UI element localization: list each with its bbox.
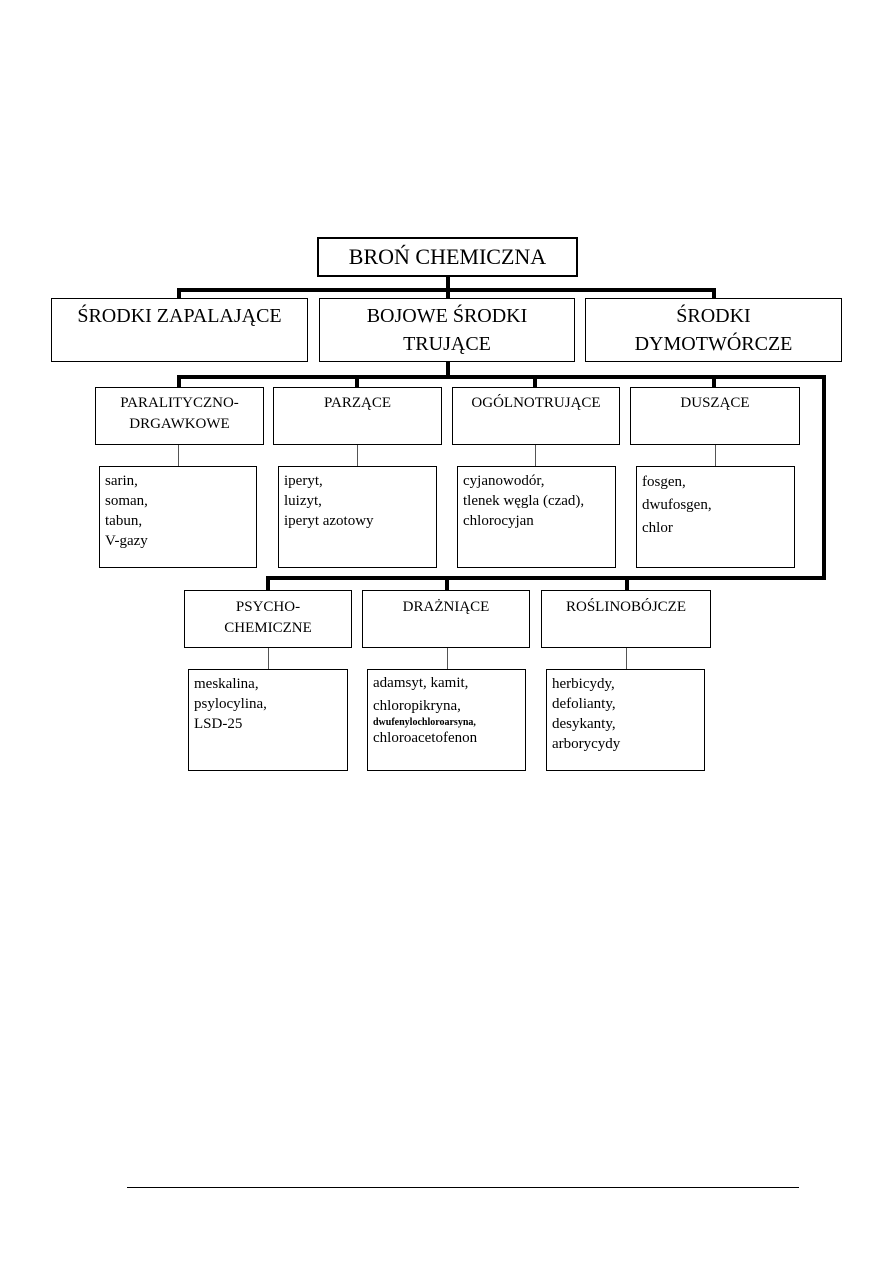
list-item: sarin, [105,473,138,489]
connector-row1-bar [177,375,825,379]
list-item: chlorocyjan [463,513,534,529]
list-item: dwufosgen, [642,497,712,513]
list-item: tlenek węgla (czad), [463,493,585,509]
connector-row1-items-b [357,445,358,466]
category-paralytic: PARALITYCZNO- DRGAWKOWE [95,387,264,445]
smoke-line1: ŚRODKI [676,305,751,327]
connector-row1-items-a [178,445,179,466]
connector-row2-bar [266,576,826,580]
connector-row2-items-b [447,648,448,669]
items-psychochemical: meskalina, psylocylina, LSD-25 [188,669,348,771]
items-choking: fosgen, dwufosgen, chlor [636,466,795,568]
items-irritant: adamsyt, kamit, chloropikryna, dwufenylo… [367,669,526,771]
list-item: iperyt azotowy [284,513,374,529]
list-item: desykanty, [552,716,616,732]
node-incendiary: ŚRODKI ZAPALAJĄCE [51,298,308,362]
list-item: adamsyt, kamit, [373,675,469,691]
list-item: fosgen, [642,474,686,490]
connector-smoke [712,288,716,298]
paralytic-title-line2: DRGAWKOWE [129,416,230,432]
category-irritant: DRAŻNIĄCE [362,590,530,648]
toxic-line1: BOJOWE ŚRODKI [366,305,528,327]
footer-rule [127,1187,799,1188]
category-blister: PARZĄCE [273,387,442,445]
list-item: herbicydy, [552,676,615,692]
category-herbicidal: ROŚLINOBÓJCZE [541,590,711,648]
items-paralytic: sarin, soman, tabun, V-gazy [99,466,257,568]
list-item: luizyt, [284,493,322,509]
root-node: BROŃ CHEMICZNA [317,237,578,277]
items-blister: iperyt, luizyt, iperyt azotowy [278,466,437,568]
connector-incendiary [177,288,181,298]
connector-row1-b [355,375,359,387]
list-item: chloropikryna, [373,698,461,714]
root-label: BROŃ CHEMICZNA [348,244,547,269]
list-item: tabun, [105,513,143,529]
paralytic-title-line1: PARALITYCZNO- [120,395,239,411]
herbicidal-title: ROŚLINOBÓJCZE [565,599,686,615]
list-item: iperyt, [284,473,323,489]
connector-row2-c [625,576,629,590]
category-psychochemical: PSYCHO- CHEMICZNE [184,590,352,648]
connector-right-drop [822,375,826,580]
psycho-title-line1: PSYCHO- [235,599,301,615]
items-blood: cyjanowodór, tlenek węgla (czad), chloro… [457,466,616,568]
connector-row1-c [533,375,537,387]
smoke-line2: DYMOTWÓRCZE [634,333,793,355]
list-item: dwufenylochloroarsyna, [373,717,476,728]
connector-row1-items-d [715,445,716,466]
category-blood: OGÓLNOTRUJĄCE [452,387,620,445]
connector-toxic [446,288,450,298]
list-item: meskalina, [194,676,259,692]
category-choking: DUSZĄCE [630,387,800,445]
list-item: cyjanowodór, [463,473,545,489]
list-item: LSD-25 [194,716,243,732]
node-toxic: BOJOWE ŚRODKI TRUJĄCE [319,298,575,362]
connector-row2-b [445,576,449,590]
node-smoke: ŚRODKI DYMOTWÓRCZE [585,298,842,362]
connector-row1-items-c [535,445,536,466]
connector-root-down [446,277,450,290]
toxic-line2: TRUJĄCE [403,333,491,355]
list-item: chloroacetofenon [373,730,478,746]
list-item: defolianty, [552,696,616,712]
list-item: psylocylina, [194,696,267,712]
choking-title: DUSZĄCE [680,395,750,411]
irritant-title: DRAŻNIĄCE [402,599,490,615]
incendiary-label: ŚRODKI ZAPALAJĄCE [77,305,282,327]
psycho-title-line2: CHEMICZNE [224,620,312,636]
connector-row1-d [712,375,716,387]
list-item: soman, [105,493,148,509]
connector-toxic-down [446,362,450,377]
connector-row2-items-a [268,648,269,669]
list-item: V-gazy [105,533,148,549]
blister-title: PARZĄCE [324,395,391,411]
connector-row2-items-c [626,648,627,669]
list-item: arborycydy [552,736,621,752]
blood-title: OGÓLNOTRUJĄCE [471,395,601,411]
connector-row1-a [177,375,181,387]
items-herbicidal: herbicydy, defolianty, desykanty, arbory… [546,669,705,771]
connector-row2-a [266,576,270,590]
list-item: chlor [642,520,673,536]
